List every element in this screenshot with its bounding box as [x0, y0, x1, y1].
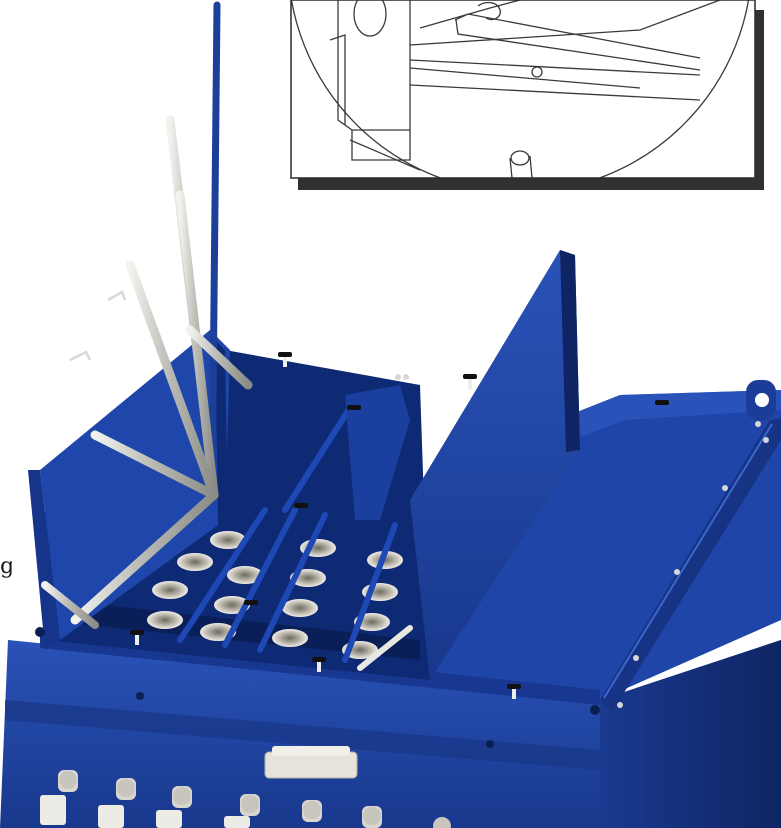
wing-knob-icon — [463, 374, 477, 389]
filter-cup-icon — [147, 611, 183, 629]
filter-cup-icon — [210, 531, 246, 549]
filter-cup-icon — [152, 581, 188, 599]
rail-bolts — [395, 374, 769, 708]
filter-cup-icon — [227, 566, 263, 584]
cable-gland-icon — [224, 794, 260, 828]
rods — [41, 1, 413, 671]
wing-knob-icon — [278, 352, 292, 367]
inset-drawing — [291, 0, 750, 178]
handle — [69, 350, 92, 362]
wing-knob-icon — [244, 600, 258, 605]
detail-inset — [290, 0, 764, 190]
filter-cup-icon — [272, 629, 308, 647]
cable-gland-icon — [98, 778, 136, 828]
lifting-hardware — [35, 290, 776, 748]
cable-gland-icon — [433, 817, 451, 828]
right-partition — [410, 250, 580, 680]
cable-gland-icon — [40, 770, 78, 825]
center-bracket — [345, 385, 410, 520]
inset-border — [290, 0, 756, 179]
filter-cup-icon — [282, 599, 318, 617]
tie-bars — [177, 397, 398, 663]
silver-rod — [185, 325, 253, 390]
silver-rod — [90, 430, 219, 500]
cable-glands — [40, 746, 451, 828]
silver-rod — [125, 260, 219, 500]
enclosure-side-face — [600, 640, 781, 828]
wing-knob-icon — [655, 400, 669, 405]
wing-knob-icon — [347, 405, 361, 410]
cable-gland-icon — [302, 800, 322, 822]
handle — [107, 290, 127, 302]
figure-caption-fragment: g — [0, 556, 12, 579]
cable-gland-icon — [156, 786, 192, 828]
wing-knob-icon — [507, 684, 521, 699]
cable-gland-icon — [362, 806, 382, 828]
blue-pole — [208, 1, 221, 504]
silver-rod — [175, 190, 219, 500]
wing-knob-icon — [312, 657, 326, 672]
hinge-rail — [600, 418, 781, 712]
silver-rod — [70, 490, 219, 625]
wing-knob-icon — [130, 630, 144, 645]
filter-cup-icon — [177, 553, 213, 571]
wing-knobs — [130, 352, 669, 699]
wing-knob-icon — [294, 503, 308, 508]
